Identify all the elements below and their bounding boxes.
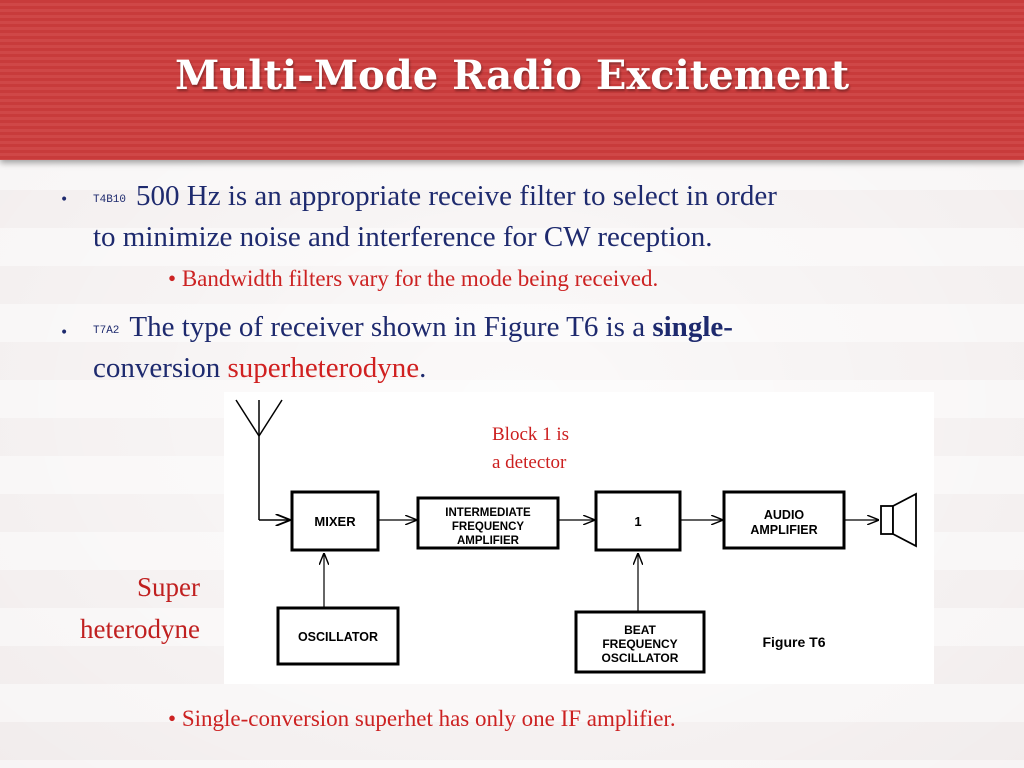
bullet-2-line-2: conversion superheterodyne. [93,352,426,385]
bullet-2-text-2b: superheterodyne [227,352,420,384]
slide-title: Multi-Mode Radio Excitement [174,52,850,99]
bfo-block [574,610,706,674]
bullet-1-text-1: 500 Hz is an appropriate receive filter … [136,180,777,212]
mixer-block [290,490,380,552]
bullet-dot-icon: • [60,192,69,208]
bullet-2-line-1: T7A2 The type of receiver shown in Figure… [93,311,733,344]
sub-bullet-1-text: Bandwidth filters vary for the mode bein… [181,266,659,291]
block-diagram-svg: MIXER INTERMEDIATE FREQUENCY AMPLIFIER 1… [235,399,917,674]
question-code: T7A2 [93,325,120,337]
sub-bullet-1: • Bandwidth filters vary for the mode be… [168,266,658,292]
oscillator-block [276,606,400,666]
question-code: T4B10 [93,194,127,206]
bullet-dot-icon: • [60,325,69,341]
bullet-2-text-2a: conversion [93,352,228,384]
block-diagram: MIXER INTERMEDIATE FREQUENCY AMPLIFIER 1… [224,392,934,684]
if-label-2: FREQUENCY [452,521,525,533]
annotation-line-1: Block 1 is [492,424,569,445]
bfo-label-1: BEAT [624,623,656,637]
bfo-label-2: FREQUENCY [602,637,677,651]
mixer-label: MIXER [314,514,356,529]
bullet-2-text-1b: single- [652,311,733,343]
bullet-1-line-1: T4B10 500 Hz is an appropriate receive fi… [93,180,777,213]
audio-label-2: AMPLIFIER [750,523,817,537]
sub-bullet-dot-icon: • [168,266,182,291]
bullet-2-text-2c: . [419,352,427,384]
title-bar: Multi-Mode Radio Excitement [0,0,1024,160]
block-1-label: 1 [634,514,641,529]
side-label-1: Super [137,572,200,602]
audio-amplifier-block [722,490,846,550]
block-1 [594,490,682,552]
if-label-1: INTERMEDIATE [445,507,531,519]
bfo-label-3: OSCILLATOR [602,651,679,665]
if-amplifier-block [416,496,560,550]
bullet-1-line-2: to minimize noise and interference for C… [93,221,713,253]
antenna-icon [235,399,289,520]
side-label-2: heterodyne [80,614,200,644]
if-label-3: AMPLIFIER [457,535,520,547]
figure-label: Figure T6 [762,634,825,650]
audio-label-1: AUDIO [764,508,805,522]
bottom-bullet: • Single-conversion superhet has only on… [168,706,676,732]
sub-bullet-dot-icon: • [168,706,182,731]
annotation-line-2: a detector [492,452,567,473]
speaker-icon [880,492,917,548]
bottom-bullet-text: Single-conversion superhet has only one … [181,706,676,731]
bullet-2-text-1a: The type of receiver shown in Figure T6 … [129,311,653,343]
oscillator-label: OSCILLATOR [298,630,378,644]
